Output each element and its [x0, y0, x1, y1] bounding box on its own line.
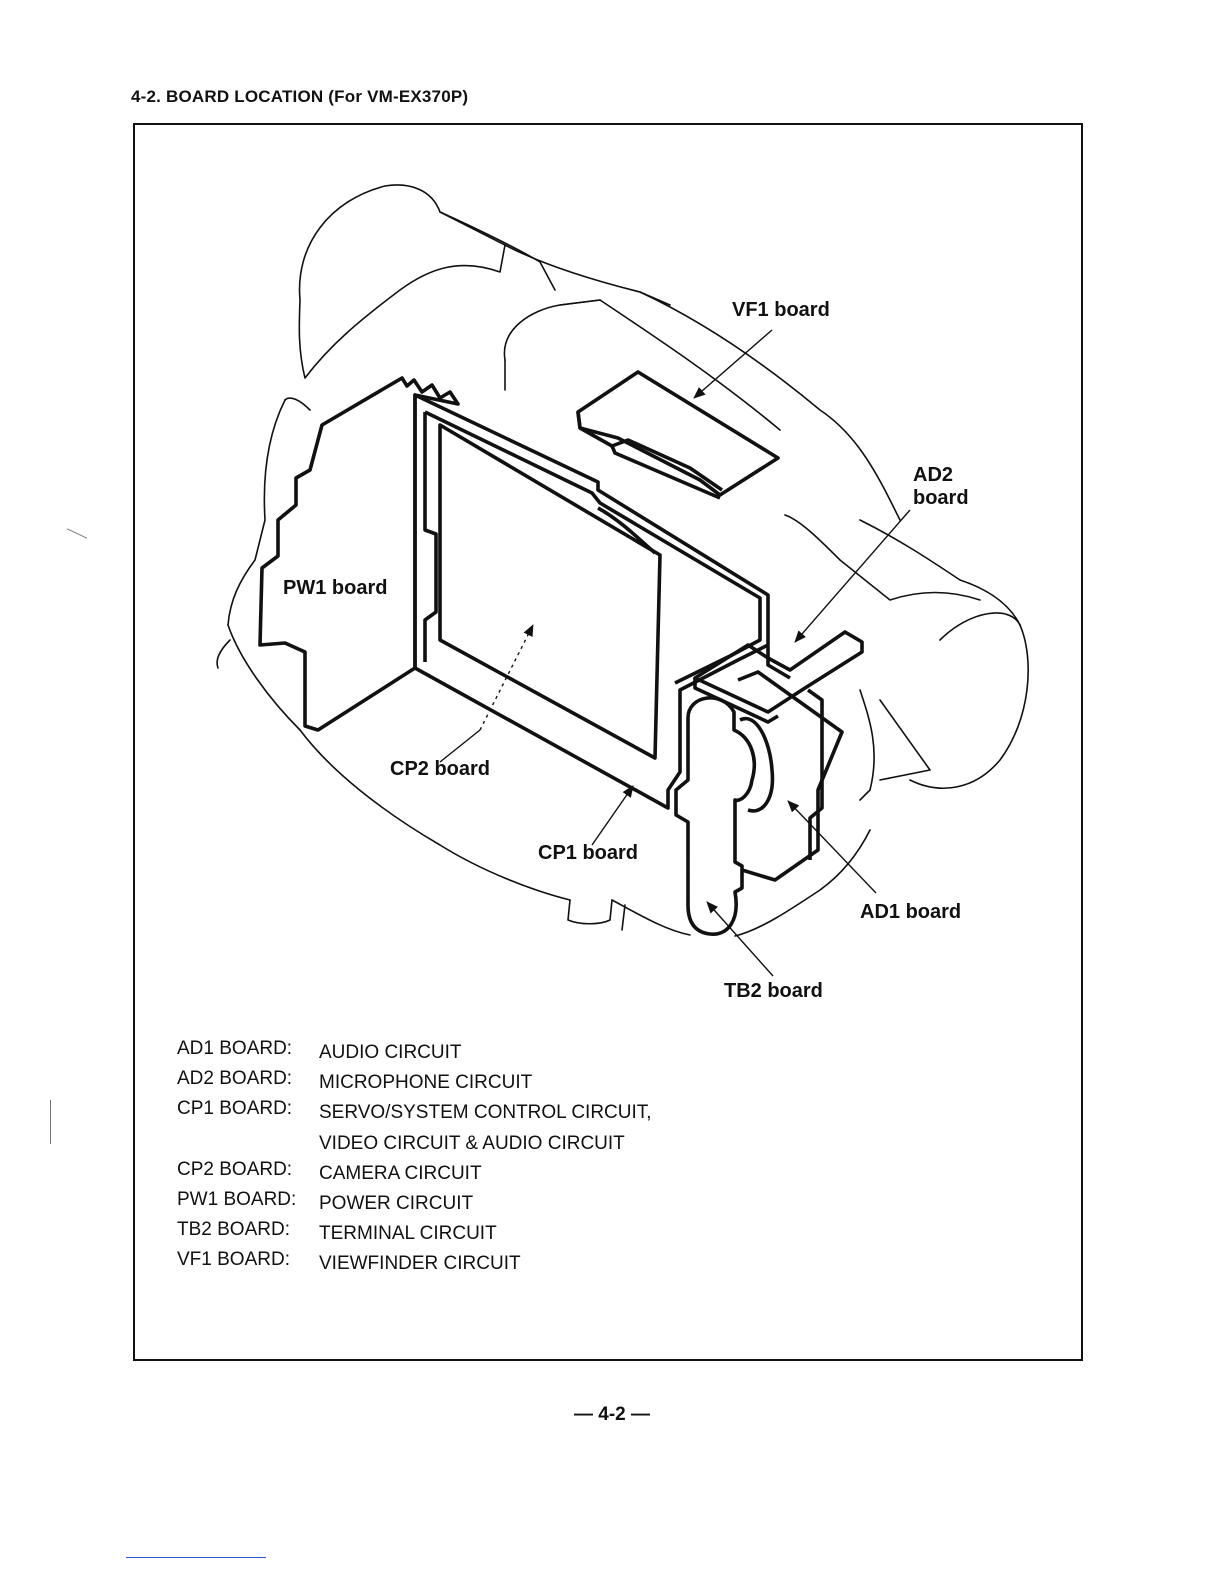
scan-mark	[50, 1100, 51, 1144]
legend-desc: CAMERA CIRCUIT	[319, 1162, 482, 1184]
legend-desc: POWER CIRCUIT	[319, 1192, 474, 1214]
label-cp1-board: CP1 board	[538, 842, 639, 864]
legend-key: VF1 BOARD:	[177, 1249, 290, 1271]
section-heading: 4-2. BOARD LOCATION (For VM-EX370P)	[131, 87, 469, 106]
legend-desc: AUDIO CIRCUIT	[319, 1042, 462, 1063]
vf1-board-outline	[576, 370, 780, 500]
legend-key: CP1 BOARD:	[177, 1098, 293, 1120]
diagram-frame	[133, 123, 1083, 1361]
ad2-board-outline	[693, 630, 864, 724]
label-cp2-board: CP2 board	[390, 758, 491, 780]
legend-desc: VIEWFINDER CIRCUIT	[319, 1253, 521, 1275]
legend-key: TB2 BOARD:	[177, 1219, 290, 1241]
label-ad1-board: AD1 board	[860, 901, 962, 923]
cp2-board-outline	[413, 393, 770, 810]
label-pw1-board: PW1 board	[283, 577, 388, 599]
legend-key: AD1 BOARD:	[177, 1038, 293, 1059]
label-tb2-board: TB2 board	[724, 980, 823, 1002]
callout-leader-lines	[439, 329, 911, 977]
pw1-board-outline	[258, 376, 460, 732]
legend-key: CP2 BOARD:	[177, 1158, 293, 1180]
legend-key: PW1 BOARD:	[177, 1188, 297, 1210]
tb2-board-outline	[674, 696, 757, 936]
legend-desc: TERMINAL CIRCUIT	[319, 1223, 497, 1245]
label-ad2-board-line2: board	[913, 487, 969, 509]
legend-desc: SERVO/SYSTEM CONTROL CIRCUIT, VIDEO CIRC…	[319, 1102, 652, 1154]
label-vf1-board: VF1 board	[732, 299, 830, 321]
legend-desc: MICROPHONE CIRCUIT	[319, 1072, 533, 1094]
ad1-board-outline	[737, 670, 844, 882]
underline-mark	[126, 1557, 266, 1558]
camcorder-body-outline	[216, 184, 1029, 937]
label-ad2-board-line1: AD2	[913, 464, 954, 486]
page-number: — 4-2 —	[573, 1404, 651, 1425]
legend-key: AD2 BOARD:	[177, 1068, 293, 1090]
